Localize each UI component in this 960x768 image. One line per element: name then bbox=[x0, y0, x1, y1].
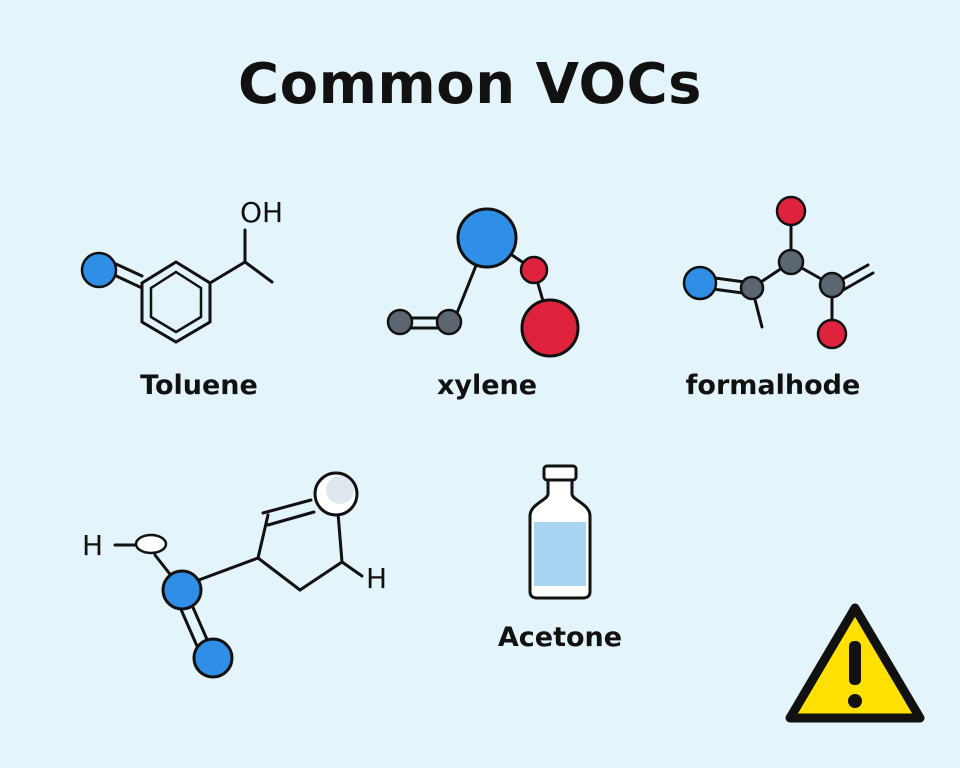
atom-icon bbox=[161, 569, 203, 611]
h-label-right: H bbox=[366, 562, 387, 595]
atom-icon bbox=[520, 298, 580, 358]
molecule-label-acetone: Acetone bbox=[497, 622, 623, 653]
atom-icon bbox=[456, 207, 518, 269]
atom-icon bbox=[80, 251, 118, 289]
atom-icon bbox=[386, 308, 414, 336]
atom-icon bbox=[682, 265, 718, 301]
atom-icon bbox=[134, 533, 168, 555]
atom-icon bbox=[192, 637, 234, 679]
atom-icon bbox=[519, 255, 549, 285]
molecule-label-toluene: Toluene bbox=[140, 370, 258, 401]
atom-icon bbox=[435, 308, 463, 336]
atom-icon bbox=[313, 471, 359, 517]
atom-icon bbox=[775, 195, 807, 227]
oh-label: OH bbox=[240, 196, 283, 229]
atom-icon bbox=[777, 248, 805, 276]
atom-icon bbox=[816, 318, 848, 350]
h-label-left: H bbox=[82, 529, 103, 562]
molecule-label-xylene: xylene bbox=[436, 370, 538, 401]
molecule-label-formalhode: formalhode bbox=[685, 370, 861, 401]
atom-icon bbox=[739, 275, 765, 301]
atom-icon bbox=[818, 271, 846, 299]
atom-icon bbox=[326, 476, 354, 504]
page-title: Common VOCs bbox=[238, 52, 702, 117]
